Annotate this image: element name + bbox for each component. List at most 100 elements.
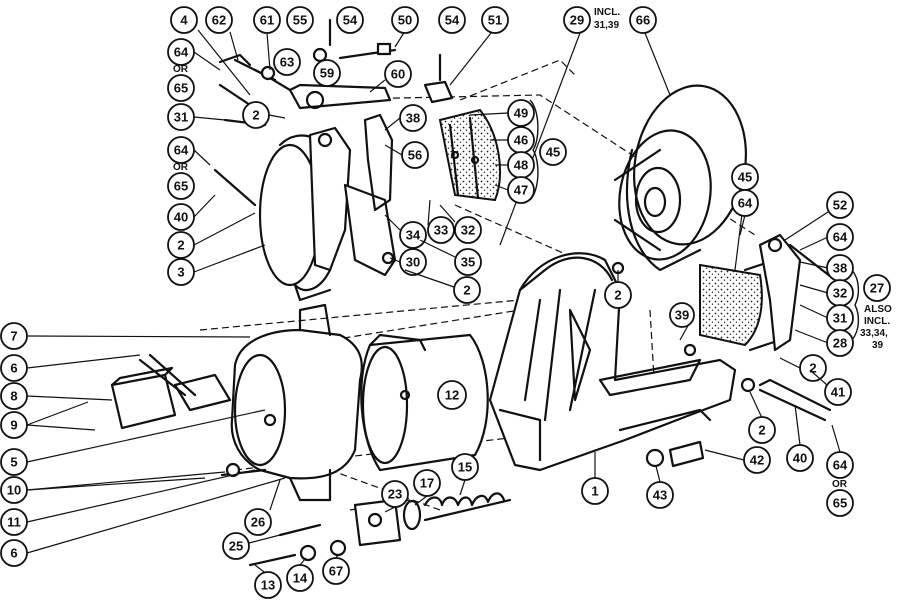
callout-54-right: 54 (438, 6, 466, 34)
callout-29: 29 (499, 6, 591, 246)
callout-31-left: 31 (167, 103, 226, 131)
callout-32-left: 32 (439, 204, 482, 244)
svg-text:50: 50 (398, 13, 412, 28)
svg-text:2: 2 (758, 423, 765, 438)
svg-text:55: 55 (293, 13, 307, 28)
callout-60: 60 (369, 60, 412, 93)
brake-lining-pads (438, 108, 501, 202)
callout-2-f: 2 (748, 391, 776, 444)
or-note-2: OR (173, 162, 189, 173)
callout-38-left: 38 (384, 104, 427, 132)
svg-text:17: 17 (420, 476, 434, 491)
svg-text:6: 6 (10, 361, 17, 376)
callout-10: 10 (0, 471, 226, 504)
left-brake-shoe (343, 113, 397, 277)
svg-text:14: 14 (293, 571, 308, 586)
callout-46: 46 (490, 126, 535, 154)
callout-50: 50 (391, 6, 419, 48)
callout-67: 67 (322, 554, 350, 585)
callout-2-c: 2 (404, 269, 481, 304)
svg-text:41: 41 (831, 385, 845, 400)
svg-text:31,39: 31,39 (594, 20, 619, 31)
callout-47: 47 (494, 176, 535, 204)
svg-text:25: 25 (229, 539, 243, 554)
svg-text:45: 45 (738, 170, 752, 185)
adjuster-bolt (645, 440, 705, 468)
svg-text:54: 54 (445, 13, 460, 28)
svg-text:59: 59 (320, 66, 334, 81)
callout-30: 30 (389, 248, 427, 276)
callout-59: 59 (313, 59, 341, 87)
callout-28: 28 (794, 329, 854, 357)
callout-11: 11 (0, 469, 256, 536)
or-note-1: OR (173, 64, 189, 75)
callout-40-left: 40 (167, 194, 216, 231)
svg-text:39: 39 (872, 340, 884, 351)
svg-text:49: 49 (514, 106, 528, 121)
svg-text:6: 6 (10, 546, 17, 561)
callout-45-left: 45 (539, 138, 567, 166)
callout-40-right: 40 (786, 404, 814, 472)
svg-text:32: 32 (461, 223, 475, 238)
top-linkage (218, 53, 392, 110)
or-note-3: OR (832, 479, 848, 490)
svg-text:INCL.: INCL. (864, 316, 890, 327)
svg-text:33: 33 (434, 223, 448, 238)
svg-text:65: 65 (174, 179, 188, 194)
svg-text:28: 28 (833, 336, 847, 351)
callout-27: 27 (863, 274, 891, 302)
svg-text:34: 34 (406, 228, 421, 243)
callout-56: 56 (384, 141, 429, 169)
callout-6-bottom: 6 (0, 477, 286, 567)
svg-text:38: 38 (833, 261, 847, 276)
svg-text:64: 64 (738, 196, 753, 211)
svg-text:10: 10 (7, 483, 21, 498)
svg-text:INCL.: INCL. (594, 7, 620, 18)
callout-66: 66 (629, 6, 671, 96)
callout-65-a: 65 (167, 74, 195, 102)
svg-text:51: 51 (488, 13, 502, 28)
left-brake-arm (308, 126, 352, 272)
svg-text:48: 48 (514, 158, 528, 173)
callout-49: 49 (469, 99, 535, 127)
junction-box (110, 358, 232, 430)
svg-text:52: 52 (833, 198, 847, 213)
callout-54-top: 54 (336, 6, 364, 34)
svg-text:56: 56 (408, 148, 422, 163)
callout-3: 3 (167, 244, 266, 286)
svg-text:35: 35 (461, 255, 475, 270)
svg-text:63: 63 (280, 55, 294, 70)
callout-7: 7 (0, 322, 251, 350)
svg-text:64: 64 (833, 230, 848, 245)
callout-2-a: 2 (242, 101, 286, 129)
callout-5: 5 (0, 409, 266, 476)
svg-text:12: 12 (445, 388, 459, 403)
callout-61: 61 (253, 6, 281, 71)
svg-text:13: 13 (261, 578, 275, 593)
svg-text:11: 11 (7, 515, 21, 530)
spring-assembly (248, 492, 512, 567)
svg-text:2: 2 (463, 283, 470, 298)
svg-text:66: 66 (636, 13, 650, 28)
svg-text:39: 39 (675, 308, 689, 323)
callout-12: 12 (437, 380, 467, 410)
callout-64-a: 64 (167, 38, 221, 71)
svg-text:9: 9 (10, 418, 17, 433)
callout-32-right: 32 (799, 279, 854, 307)
svg-text:2: 2 (614, 288, 621, 303)
callout-4: 4 (170, 6, 251, 96)
svg-text:46: 46 (514, 133, 528, 148)
svg-text:30: 30 (406, 255, 420, 270)
svg-text:31: 31 (174, 110, 188, 125)
callout-2-d: 2 (604, 270, 632, 309)
svg-text:32: 32 (833, 286, 847, 301)
note-27-incl: ALSO INCL. 33,34, 39 (860, 304, 892, 351)
frame-base (488, 252, 737, 472)
svg-text:1: 1 (591, 484, 598, 499)
callout-62: 62 (205, 6, 239, 61)
callout-31-right: 31 (799, 304, 854, 332)
callout-64-e: 64 (826, 424, 854, 479)
motor-housing (230, 303, 363, 502)
svg-text:43: 43 (653, 488, 667, 503)
callout-6-top: 6 (0, 354, 141, 382)
